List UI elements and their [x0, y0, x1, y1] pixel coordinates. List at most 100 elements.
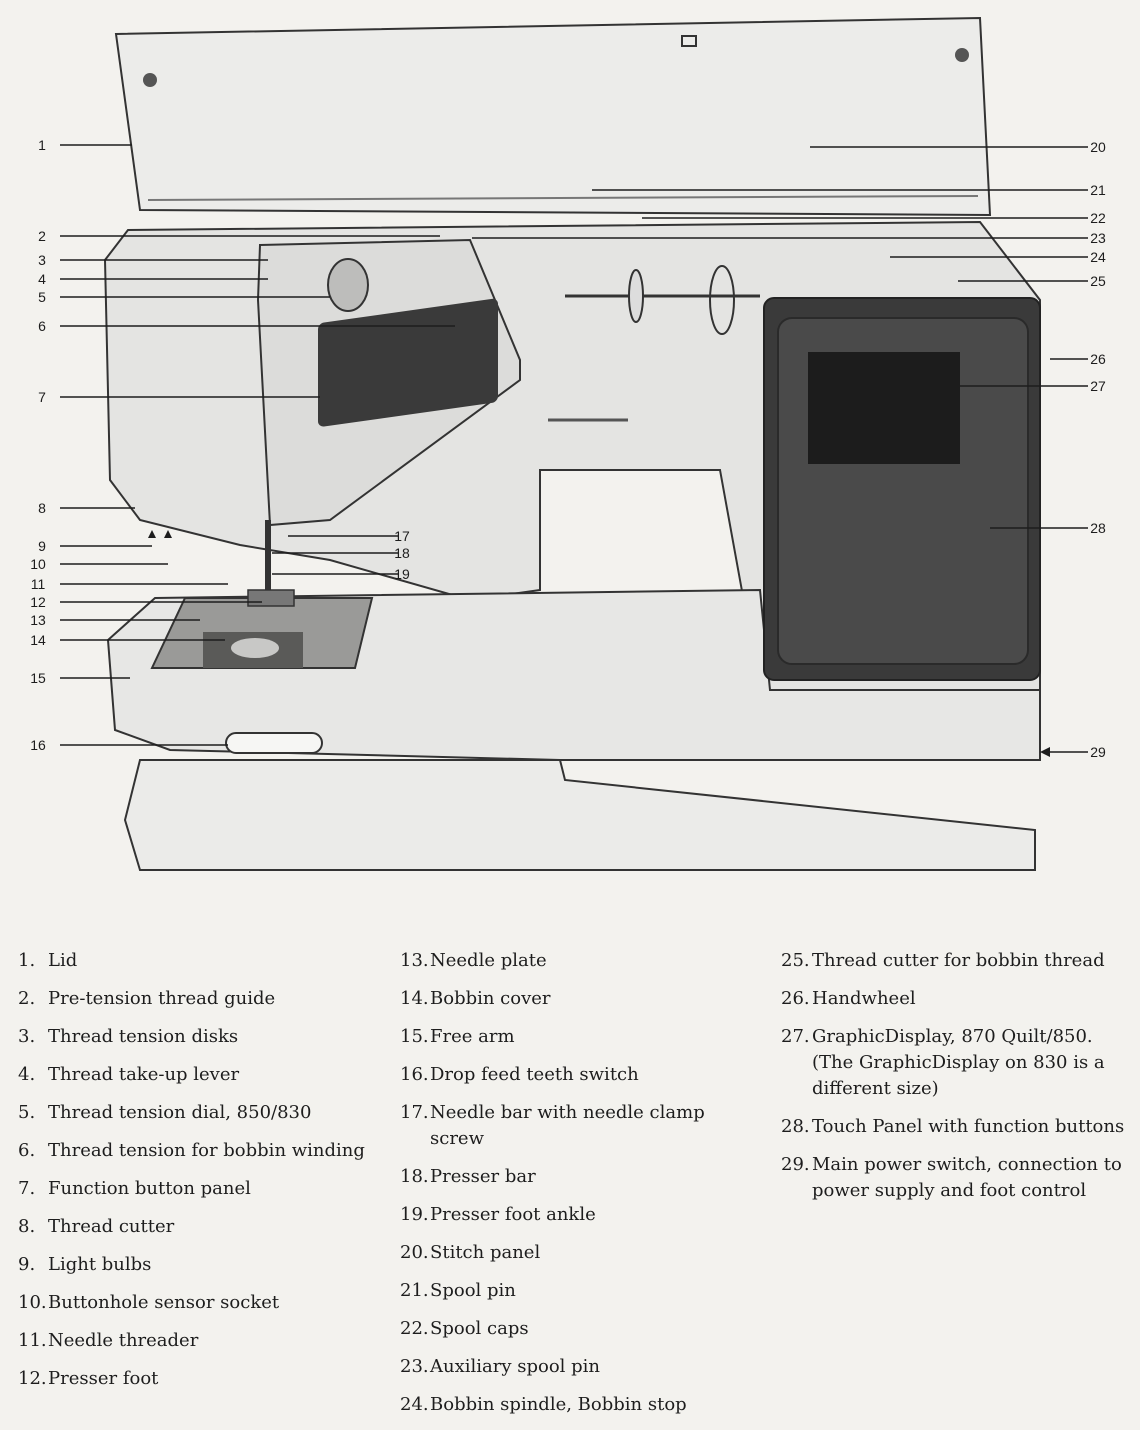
lid-clip — [681, 35, 697, 47]
legend-number: 22. — [400, 1318, 429, 1339]
legend-text: Spool pin — [430, 1280, 516, 1301]
legend-text: Needle plate — [430, 950, 547, 971]
callout-number-20: 20 — [1090, 139, 1106, 155]
callout-number-6: 6 — [38, 318, 46, 334]
legend-text: Handwheel — [812, 988, 916, 1009]
callout-number-27: 27 — [1090, 378, 1106, 394]
legend-item-19: 19.Presser foot ankle — [400, 1202, 760, 1228]
legend-text: Touch Panel with function buttons — [812, 1116, 1125, 1137]
callout-numbers: 1234567891011121314151617181920212223242… — [30, 137, 1106, 760]
legend-text: Needle threader — [48, 1330, 199, 1351]
legend-number: 1. — [18, 950, 36, 971]
legend-text: Auxiliary spool pin — [430, 1356, 601, 1377]
legend-number: 23. — [400, 1356, 429, 1377]
legend-item-5: 5. Thread tension dial, 850/830 — [18, 1100, 378, 1126]
legend-number: 25. — [781, 950, 810, 971]
legend-item-18: 18.Presser bar — [400, 1164, 760, 1190]
legend-text: Thread tension disks — [48, 1026, 239, 1047]
callout-number-29: 29 — [1090, 744, 1106, 760]
legend-text: Bobbin spindle, Bobbin stop — [430, 1394, 687, 1415]
sewing-machine-diagram: 1234567891011121314151617181920212223242… — [30, 16, 1106, 871]
legend-text: Thread tension dial, 850/830 — [48, 1102, 312, 1123]
drop-feed-switch-shape — [225, 732, 323, 754]
legend-number: 13. — [400, 950, 429, 971]
legend-item-27: 27.GraphicDisplay, 870 Quilt/850. (The G… — [781, 1024, 1126, 1102]
legend-item-2: 2. Pre-tension thread guide — [18, 986, 378, 1012]
legend-item-3: 3. Thread tension disks — [18, 1024, 378, 1050]
callout-number-21: 21 — [1090, 182, 1106, 198]
legend-item-1: 1. Lid — [18, 948, 378, 974]
legend-item-10: 10.Buttonhole sensor socket — [18, 1290, 378, 1316]
function-button-panel-shape — [318, 298, 498, 427]
legend-text: Presser bar — [430, 1166, 536, 1187]
legend-number: 26. — [781, 988, 810, 1009]
legend-item-7: 7.Function button panel — [18, 1176, 378, 1202]
legend-number: 5. — [18, 1102, 36, 1123]
legend-text: Light bulbs — [48, 1254, 152, 1275]
legend-item-21: 21.Spool pin — [400, 1278, 760, 1304]
graphic-display-shape — [808, 352, 960, 464]
legend-number: 24. — [400, 1394, 429, 1415]
legend-text: Thread cutter for bobbin thread — [812, 950, 1105, 971]
legend-item-8: 8.Thread cutter — [18, 1214, 378, 1240]
leader-lines — [60, 144, 1088, 757]
legend-item-25: 25.Thread cutter for bobbin thread — [781, 948, 1126, 974]
legend-item-11: 11.Needle threader — [18, 1328, 378, 1354]
callout-number-12: 12 — [30, 594, 46, 610]
callout-number-16: 16 — [30, 737, 46, 753]
bobbin-window-shape — [231, 638, 279, 658]
callout-number-17: 17 — [394, 528, 410, 544]
callout-number-25: 25 — [1090, 273, 1106, 289]
callout-number-2: 2 — [38, 228, 46, 244]
legend-number: 17. — [400, 1102, 429, 1123]
callout-number-26: 26 — [1090, 351, 1106, 367]
presser-foot-shape — [247, 589, 295, 607]
legend-item-24: 24.Bobbin spindle, Bobbin stop — [400, 1392, 760, 1418]
legend-item-14: 14.Bobbin cover — [400, 986, 760, 1012]
tension-dial-shape — [327, 258, 369, 312]
legend-item-6: 6.Thread tension for bobbin winding — [18, 1138, 378, 1164]
legend-text: Pre-tension thread guide — [48, 988, 276, 1009]
callout-number-14: 14 — [30, 632, 46, 648]
legend-text: Function button panel — [48, 1178, 251, 1199]
callout-number-19: 19 — [394, 566, 410, 582]
legend-item-16: 16.Drop feed teeth switch — [400, 1062, 760, 1088]
callout-number-24: 24 — [1090, 249, 1106, 265]
legend-number: 2. — [18, 988, 36, 1009]
callout-number-22: 22 — [1090, 210, 1106, 226]
legend-text: Thread cutter — [48, 1216, 175, 1237]
legend-number: 27. — [781, 1026, 810, 1047]
callout-number-11: 11 — [31, 576, 46, 592]
legend-item-12: 12.Presser foot — [18, 1366, 378, 1392]
lid-inner-edge — [147, 195, 979, 201]
legend-number: 19. — [400, 1204, 429, 1225]
callout-number-5: 5 — [38, 289, 46, 305]
legend-number: 4. — [18, 1064, 36, 1085]
legend-number: 10. — [18, 1292, 47, 1313]
legend-text: Lid — [48, 950, 78, 971]
spool-cap-shape — [709, 265, 735, 335]
legend-item-13: 13.Needle plate — [400, 948, 760, 974]
legend-number: 15. — [400, 1026, 429, 1047]
legend-text: Needle bar with needle clamp screw — [430, 1102, 705, 1149]
legend-number: 16. — [400, 1064, 429, 1085]
legend-text: Thread take-up lever — [48, 1064, 240, 1085]
callout-number-9: 9 — [38, 538, 46, 554]
lid-hinge-left — [143, 73, 157, 87]
legend-item-4: 4. Thread take-up lever — [18, 1062, 378, 1088]
legend-number: 14. — [400, 988, 429, 1009]
spool-cap-left-shape — [628, 269, 644, 323]
legend-number: 21. — [400, 1280, 429, 1301]
legend-number: 3. — [18, 1026, 36, 1047]
arrow-icon — [1040, 747, 1050, 757]
legend-text: GraphicDisplay, 870 Quilt/850. (The Grap… — [812, 1026, 1105, 1099]
lid-hinge-right — [955, 48, 969, 62]
legend-text: Stitch panel — [430, 1242, 541, 1263]
legend-text: Bobbin cover — [430, 988, 551, 1009]
legend-number: 28. — [781, 1116, 810, 1137]
callout-number-4: 4 — [38, 271, 46, 287]
callout-number-8: 8 — [38, 500, 46, 516]
legend-number: 12. — [18, 1368, 47, 1389]
